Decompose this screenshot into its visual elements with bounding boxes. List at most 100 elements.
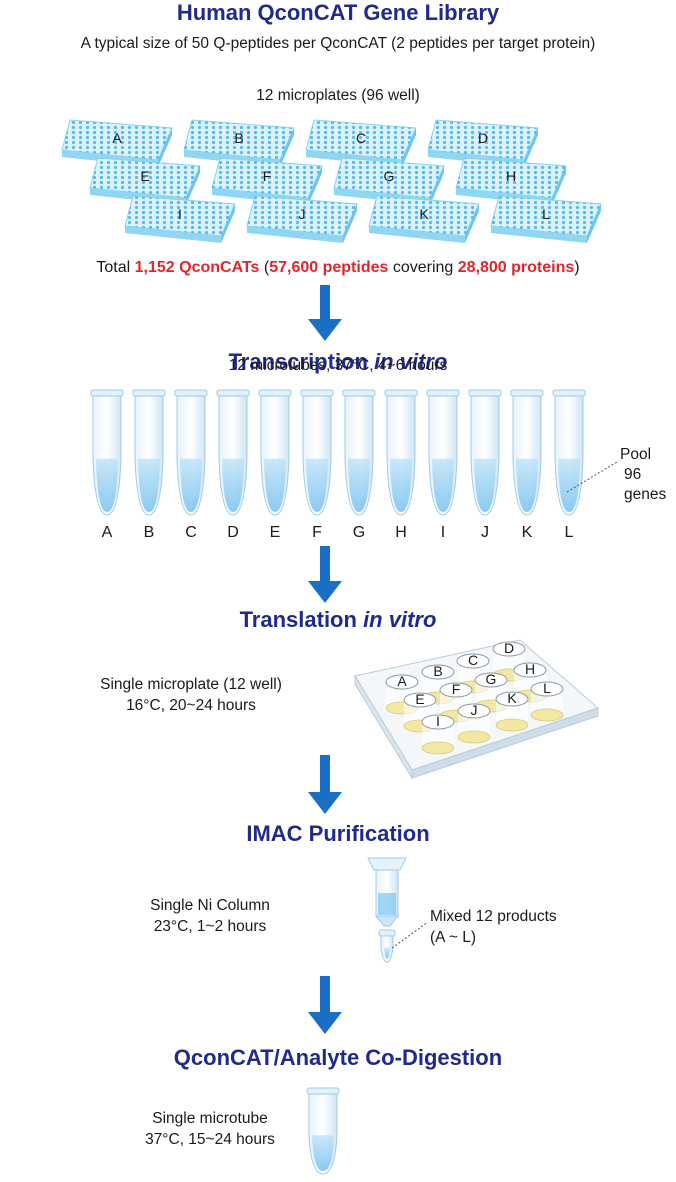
pool-label-2: 96 genes (624, 466, 667, 503)
well-label: G (485, 671, 497, 687)
plate-label: I (178, 206, 182, 222)
product-pointer-line (391, 921, 429, 949)
down-arrow (308, 976, 342, 1034)
microtube (468, 389, 502, 516)
well (530, 681, 564, 722)
product-line-2: (A ~ L) (430, 929, 477, 946)
tube-label: B (143, 524, 155, 541)
total-qconcats: 1,152 QconCATs (134, 259, 260, 276)
microtube (174, 389, 208, 516)
plate-label: C (355, 130, 367, 146)
microtube (384, 389, 418, 516)
total-prefix: Total (96, 259, 135, 276)
imac-title: IMAC Purification (246, 821, 430, 846)
translation-title-main: Translation (239, 607, 364, 632)
well-label: I (436, 713, 440, 729)
digestion-title: QconCAT/Analyte Co-Digestion (173, 1045, 503, 1070)
microtube (510, 389, 544, 516)
total-proteins: 28,800 proteins (457, 259, 575, 276)
column-tip (374, 915, 400, 927)
library-subtitle: A typical size of 50 Q-peptides per Qcon… (80, 35, 596, 52)
plate-96-well (183, 119, 295, 167)
microtube (258, 389, 292, 516)
plate-96-well (124, 195, 236, 243)
plate-96-well (305, 119, 417, 167)
plate-label: G (383, 168, 395, 184)
well-label: B (433, 663, 443, 679)
tube-label: F (312, 524, 322, 541)
tube-label: E (269, 524, 281, 541)
imac-line-2: 23°C, 1~2 hours (153, 918, 267, 935)
total-mid1: ( (259, 259, 270, 276)
tube-label: K (521, 524, 533, 541)
microtube (132, 389, 166, 516)
well-label: D (503, 640, 515, 656)
plate-label: E (140, 168, 150, 184)
total-mid2: covering (388, 259, 458, 276)
well-label: F (451, 681, 461, 697)
total-suffix: ) (574, 259, 580, 276)
plate-label: H (505, 168, 517, 184)
product-line-1: Mixed 12 products (430, 908, 557, 925)
translation-line-2: 16°C, 20~24 hours (126, 697, 256, 714)
tube-label: H (395, 524, 407, 541)
microtube (216, 389, 250, 516)
well (385, 674, 419, 715)
tube-label: D (227, 524, 239, 541)
microplate-12-well (354, 639, 599, 780)
tube-label: J (481, 524, 489, 541)
plate-label: B (234, 130, 244, 146)
down-arrow (308, 546, 342, 603)
translation-line-1: Single microplate (12 well) (100, 676, 282, 693)
well-label: L (543, 680, 551, 696)
column-funnel (367, 857, 407, 871)
digestion-line-1: Single microtube (152, 1110, 268, 1127)
translation-title-italic: in vitro (363, 607, 437, 632)
down-arrow (308, 755, 342, 814)
tube-label: C (185, 524, 197, 541)
microtube (342, 389, 376, 516)
well-label: J (470, 702, 478, 718)
imac-line-1: Single Ni Column (150, 897, 270, 914)
well-label: E (415, 691, 425, 707)
transcription-title-main: Transcription (228, 349, 375, 374)
column-resin (378, 893, 396, 915)
plate-label: A (112, 130, 122, 146)
microtube (90, 389, 124, 516)
plates-label: 12 microplates (96 well) (256, 87, 420, 104)
plate-96-well (490, 195, 602, 243)
plate-label: D (477, 130, 489, 146)
plate-96-well (333, 157, 445, 205)
single-microtube (306, 1087, 340, 1175)
transcription-cond-text: 12 microtubes, 37°C, 4~6 hours (228, 357, 448, 374)
library-total: Total 1,152 QconCATs (57,600 peptides co… (0, 258, 676, 278)
well (421, 714, 455, 755)
well-label: A (397, 673, 407, 689)
library-title: Human QconCAT Gene Library (176, 0, 500, 25)
tube-label: G (352, 524, 366, 541)
plate-label: J (298, 206, 306, 222)
total-peptides: 57,600 peptides (269, 259, 389, 276)
digestion-line-2: 37°C, 15~24 hours (145, 1131, 275, 1148)
well-label: C (467, 652, 479, 668)
ni-column (367, 857, 429, 963)
plate-label: F (262, 168, 272, 184)
pool-label-1: Pool (620, 446, 652, 463)
tube-label: I (440, 524, 446, 541)
microtubes-row (90, 389, 618, 516)
collection-tube (378, 929, 396, 963)
tube-label: A (101, 524, 113, 541)
plate-96-well (211, 157, 323, 205)
tube-label: L (564, 524, 574, 541)
pool-pointer-line (566, 461, 618, 493)
microtube (300, 389, 334, 516)
final-microtube (306, 1087, 340, 1175)
microtube (426, 389, 460, 516)
translation-title: Translation in vitro (0, 607, 676, 633)
plate-96-well (368, 195, 480, 243)
transcription-title: Transcription in vitro (0, 349, 676, 375)
microplates-96-well (61, 119, 602, 243)
down-arrow (308, 285, 342, 341)
